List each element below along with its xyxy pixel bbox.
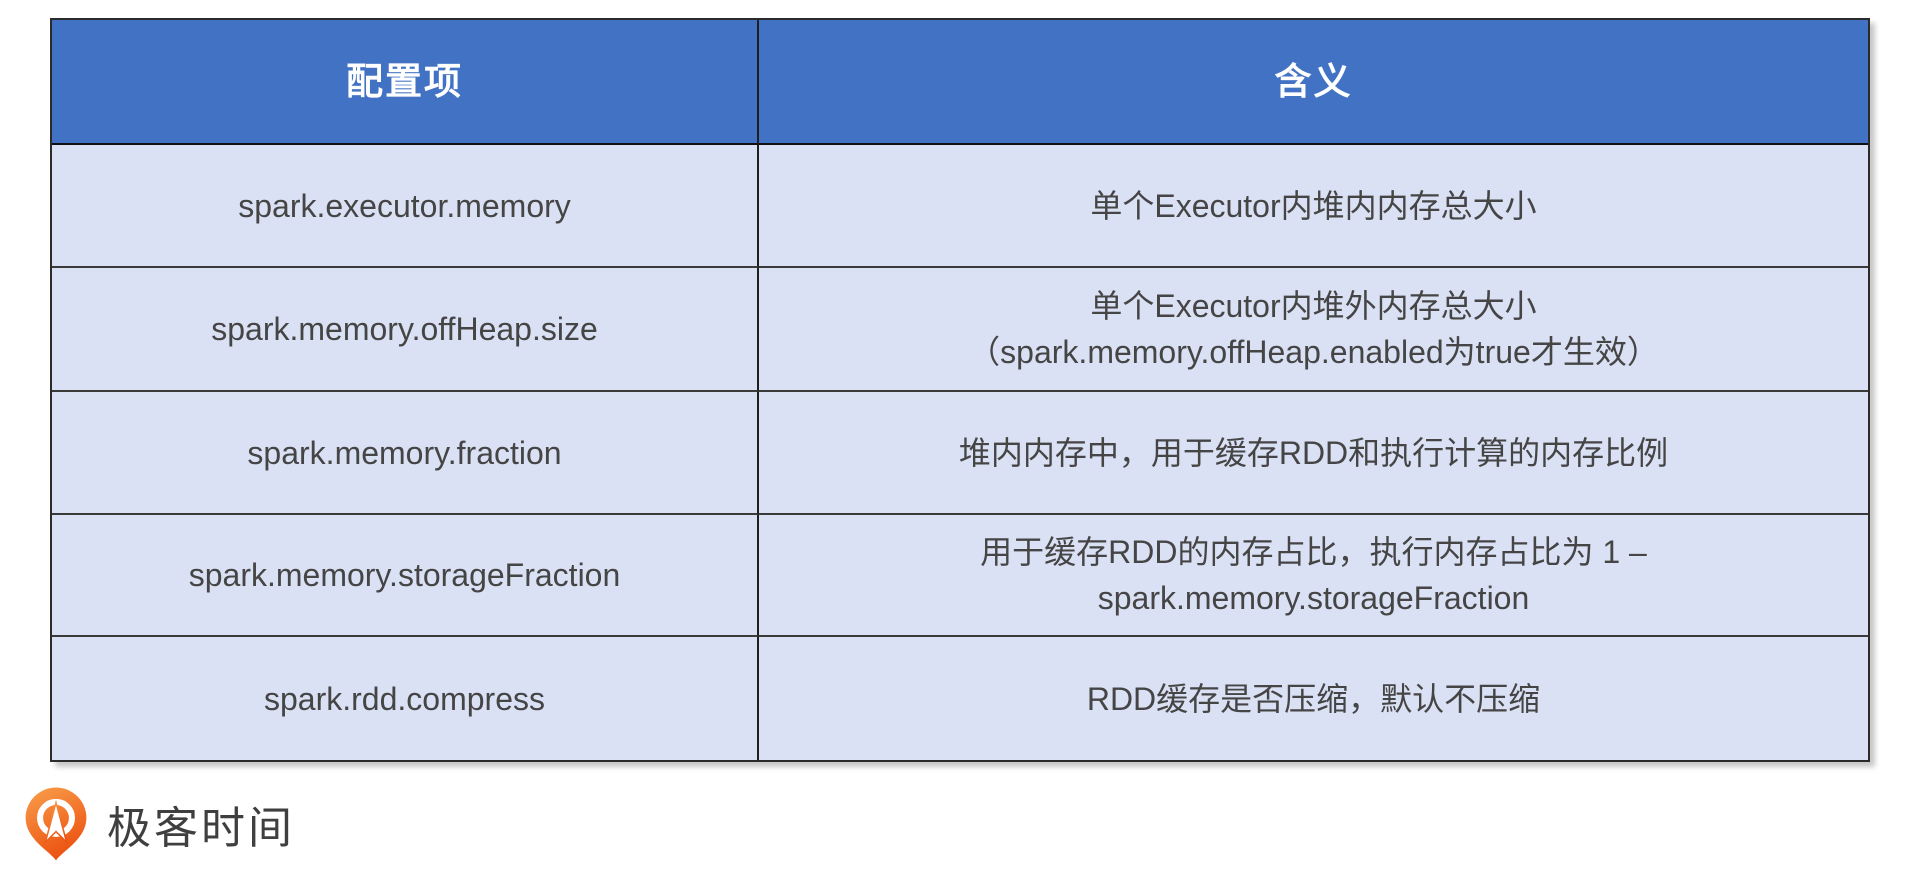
table-header-config: 配置项 xyxy=(52,20,759,145)
meaning-line: （spark.memory.offHeap.enabled为true才生效） xyxy=(968,334,1659,370)
table-row-config: spark.rdd.compress xyxy=(52,637,759,760)
table-row-config: spark.executor.memory xyxy=(52,145,759,268)
geektime-logo: 极客时间 xyxy=(17,786,295,862)
meaning-line: 用于缓存RDD的内存占比，执行内存占比为 1 – xyxy=(980,534,1647,570)
table-header-meaning: 含义 xyxy=(759,20,1868,145)
config-key: spark.memory.fraction xyxy=(247,434,562,471)
geektime-logo-text: 极客时间 xyxy=(107,804,295,853)
meaning-line: spark.memory.storageFraction xyxy=(1097,580,1530,616)
config-key: spark.executor.memory xyxy=(238,187,571,224)
config-table: 配置项 含义 spark.executor.memory 单个Executor内… xyxy=(50,18,1870,762)
table-row-meaning: 用于缓存RDD的内存占比，执行内存占比为 1 – spark.memory.st… xyxy=(759,515,1868,637)
meaning-line: 单个Executor内堆内内存总大小 xyxy=(1090,187,1537,224)
geektime-pin-icon xyxy=(25,787,87,861)
table-row-meaning: 单个Executor内堆内内存总大小 xyxy=(759,145,1868,268)
config-key: spark.rdd.compress xyxy=(264,680,545,717)
meaning-line: RDD缓存是否压缩，默认不压缩 xyxy=(1086,680,1541,717)
table-row-config: spark.memory.storageFraction xyxy=(52,515,759,637)
meaning-line: 堆内内存中，用于缓存RDD和执行计算的内存比例 xyxy=(958,434,1669,471)
table-row-config: spark.memory.fraction xyxy=(52,392,759,515)
header-label: 含义 xyxy=(1274,60,1353,102)
table-row-meaning: 堆内内存中，用于缓存RDD和执行计算的内存比例 xyxy=(759,392,1868,515)
header-label: 配置项 xyxy=(346,60,463,102)
meaning-line: 单个Executor内堆外内存总大小 xyxy=(1090,288,1537,324)
table-row-meaning: RDD缓存是否压缩，默认不压缩 xyxy=(759,637,1868,760)
table-row-meaning: 单个Executor内堆外内存总大小 （spark.memory.offHeap… xyxy=(759,268,1868,392)
config-key: spark.memory.offHeap.size xyxy=(211,311,598,347)
config-key: spark.memory.storageFraction xyxy=(188,557,621,593)
table-row-config: spark.memory.offHeap.size xyxy=(52,268,759,392)
